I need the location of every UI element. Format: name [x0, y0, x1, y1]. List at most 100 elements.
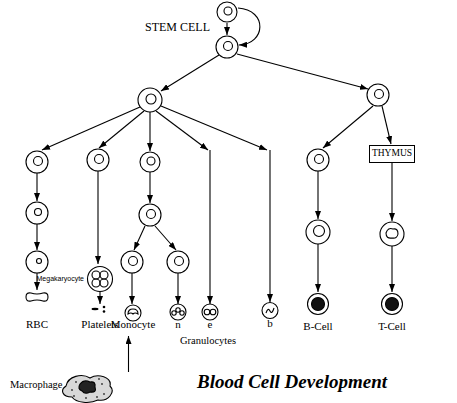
- cell-outline: [380, 222, 404, 246]
- platelet-fragment: [103, 306, 106, 309]
- cell-label: T-Cell: [368, 320, 416, 333]
- cell-label: RBC: [17, 318, 57, 331]
- cell-nucleus: [204, 309, 210, 315]
- precursor-cell: [167, 251, 189, 273]
- cell-granule: [85, 397, 87, 399]
- cell-nucleus: [79, 381, 96, 393]
- precursor-cell: [26, 151, 48, 173]
- cell-granule: [75, 381, 77, 383]
- precursor-cell: [307, 149, 329, 171]
- cell-drawing: [259, 303, 281, 318]
- cell-granule: [73, 395, 75, 397]
- lineage-arrow: [156, 111, 208, 150]
- cell-label: n: [158, 318, 198, 331]
- organ-box: THYMUS: [369, 145, 415, 163]
- cell-nucleus: [224, 42, 233, 51]
- lineage-arrow: [131, 273, 132, 304]
- cell-granule: [101, 383, 103, 385]
- cell-outline: [308, 294, 329, 315]
- cell-nucleus: [147, 210, 156, 219]
- cell-label: B-Cell: [294, 320, 342, 333]
- precursor-cell: [26, 251, 48, 273]
- cell-label: b: [250, 317, 290, 330]
- red-blood-cell: RBC: [24, 291, 50, 303]
- cell-label: STEM CELL: [145, 21, 221, 35]
- organ-label: THYMUS: [370, 148, 414, 159]
- lineage-arrow: [177, 273, 178, 304]
- precursor-cell: [138, 88, 162, 112]
- lineage-arrow: [42, 107, 140, 150]
- cell-outline: [367, 84, 389, 106]
- cell-outline: [307, 149, 329, 171]
- cell-drawing: [86, 266, 114, 292]
- lineage-connector: [128, 336, 129, 372]
- cell-nucleus: [386, 298, 399, 311]
- stem-cell: STEM CELL: [216, 1, 238, 23]
- precursor-cell: [216, 36, 238, 58]
- cell-nucleus: [35, 209, 42, 216]
- lineage-arrow: [36, 224, 37, 250]
- cell-outline: [202, 304, 218, 320]
- precursor-cell: [121, 251, 143, 273]
- cell-drawing: [90, 304, 110, 314]
- cell-nucleus: [95, 155, 104, 164]
- cell-drawing: [199, 305, 221, 319]
- lineage-arrow: [317, 244, 318, 292]
- cell-nucleus: [100, 279, 108, 287]
- precursor-cell: [306, 220, 330, 244]
- eosinophil-cell: e: [199, 305, 221, 319]
- precursor-cell: [139, 204, 161, 226]
- cell-drawing: [216, 1, 238, 23]
- lineage-arrow: [209, 150, 210, 304]
- cell-granule: [98, 378, 100, 380]
- cell-drawing: [167, 305, 189, 319]
- cell-outline: [139, 204, 161, 226]
- cell-label: Megakaryocyte: [24, 275, 84, 283]
- cell-nucleus: [172, 311, 176, 315]
- diagram-title: Blood Cell Development: [197, 371, 387, 393]
- precursor-cell: [140, 152, 160, 172]
- cell-drawing: [306, 293, 330, 315]
- neutrophil-cell: n: [167, 305, 189, 319]
- cell-nucleus: [175, 257, 184, 266]
- self-renewal-arrow: [238, 8, 260, 45]
- cell-outline: [382, 294, 403, 315]
- lineage-arrow: [161, 106, 267, 150]
- lineage-arrow: [317, 171, 318, 219]
- b-lymphocyte: B-Cell: [306, 293, 330, 315]
- cell-nucleus: [129, 257, 138, 266]
- cell-nucleus: [266, 308, 274, 313]
- cell-outline: [262, 303, 278, 319]
- group-label: Granulocytes: [180, 335, 236, 347]
- cell-nucleus: [100, 271, 108, 279]
- lineage-arrow: [99, 111, 144, 148]
- cell-outline: [26, 202, 48, 224]
- precursor-cell: [367, 84, 389, 106]
- cell-outline: [170, 304, 186, 320]
- cell-outline: [26, 251, 48, 273]
- lineage-arrow: [36, 173, 37, 201]
- lineage-arrow: [226, 23, 227, 35]
- platelets: Platelets: [90, 304, 110, 314]
- cell-nucleus: [92, 271, 100, 279]
- cell-outline: [167, 251, 189, 273]
- t-lymphocyte: T-Cell: [380, 293, 404, 315]
- basophil-cell: b: [259, 303, 281, 318]
- lineage-arrow: [391, 246, 392, 292]
- cell-label: e: [190, 318, 230, 331]
- cell-nucleus: [146, 94, 156, 104]
- lineage-arrow: [149, 112, 150, 151]
- cell-outline: [121, 251, 143, 273]
- cell-nucleus: [312, 298, 325, 311]
- cell-label: Monocyte: [108, 318, 158, 331]
- precursor-cell: [380, 222, 404, 246]
- cell-drawing: [24, 291, 50, 303]
- cell-label: Macrophage: [10, 379, 76, 391]
- cell-nucleus: [128, 309, 138, 314]
- cell-outline: [26, 293, 48, 301]
- lineage-connector: [99, 292, 100, 304]
- cell-granule: [71, 389, 73, 391]
- precursor-cell: [26, 202, 48, 224]
- platelet-fragment: [103, 310, 106, 313]
